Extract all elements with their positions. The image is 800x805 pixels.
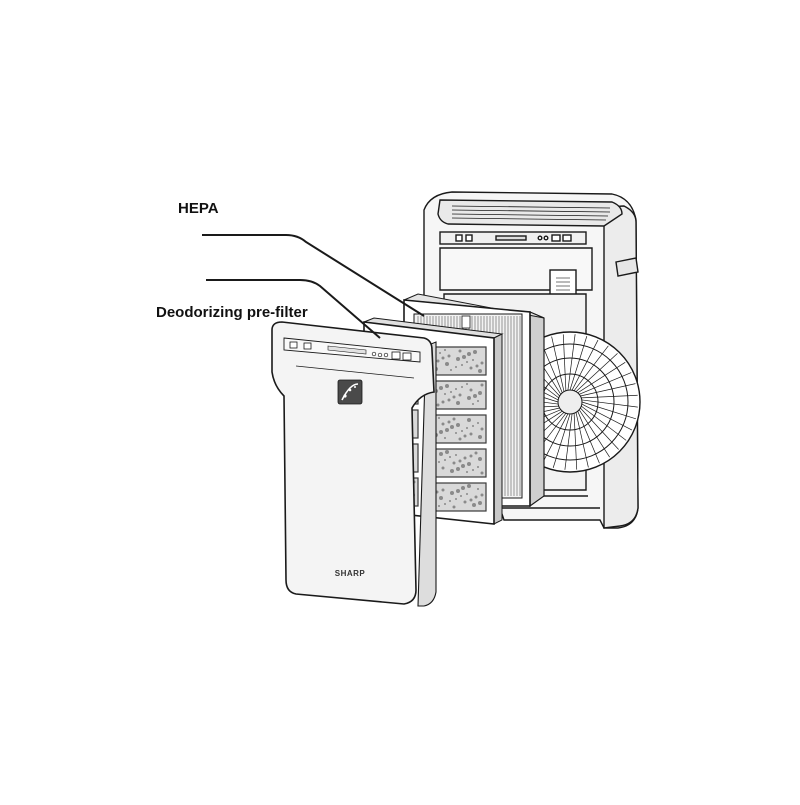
hepa-label: HEPA	[178, 200, 219, 217]
plasmacluster-logo-icon	[337, 379, 363, 405]
carbon-cell	[429, 414, 487, 444]
hepa-leader-line	[202, 234, 425, 317]
deodorizing-prefilter-label: Deodorizing pre-filter	[156, 304, 308, 321]
callout-lines	[202, 234, 425, 339]
carbon-cell	[429, 448, 487, 478]
brand-logo: SHARP	[335, 569, 366, 578]
front-panel	[271, 321, 437, 607]
deodorizing-leader-line	[206, 279, 381, 339]
